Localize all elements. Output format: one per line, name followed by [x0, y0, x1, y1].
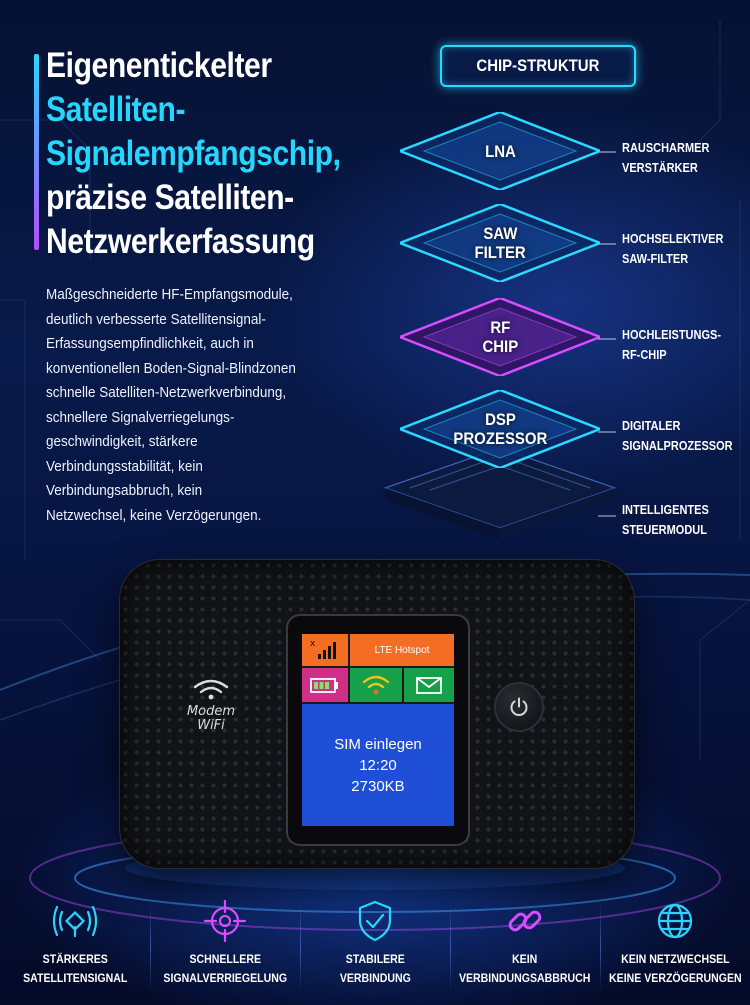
feature-stable-connection: STABILERE VERBINDUNG	[300, 890, 450, 1000]
chip-layer-label: FILTER	[474, 243, 526, 262]
feature-label: SATELLITENSIGNAL	[22, 971, 128, 985]
chip-layer-label: CHIP	[482, 337, 518, 356]
chip-layer-dsp-prozessor: DSP PROZESSOR	[400, 390, 600, 468]
description-line: Erfassungsempfindlichkeit, auch in	[46, 335, 254, 352]
chain-link-icon	[508, 910, 542, 932]
description-line: Maßgeschneiderte HF-Empfangsmodule,	[46, 286, 293, 303]
feature-label: VERBINDUNG	[339, 971, 411, 985]
description-line: Verbindungsabbruch, kein	[46, 482, 203, 499]
feature-label: VERBINDUNGSABBRUCH	[459, 971, 591, 985]
callout-saw-filter: HOCHSELEKTIVER SAW-FILTER	[622, 229, 723, 269]
description-text: Maßgeschneiderte HF-Empfangsmodule, deut…	[46, 283, 334, 528]
signal-bars-icon: x	[310, 639, 336, 659]
headline-accent-bar	[34, 54, 39, 250]
description-line: deutlich verbesserte Satellitensignal-	[46, 310, 266, 328]
feature-label: STÄRKERES	[42, 952, 108, 966]
power-icon	[510, 697, 528, 716]
headline-line-3: Signalempfangschip,	[46, 134, 341, 173]
wifi-icon	[193, 679, 229, 700]
device-screen-frame: x LTE Hotspot	[286, 614, 470, 846]
chip-layer-plate	[400, 390, 600, 468]
globe-icon	[657, 903, 693, 939]
device-screen: x LTE Hotspot	[302, 634, 454, 826]
headline-line-4: präzise Satelliten-	[46, 178, 294, 217]
chip-layer-label: RF	[490, 318, 510, 337]
callout-line: DIGITALER	[622, 419, 681, 433]
battery-icon	[310, 678, 338, 693]
callout-line: SIGNALPROZESSOR	[622, 439, 733, 453]
chip-layer-saw-filter: SAW FILTER	[400, 204, 600, 282]
description-line: Verbindungsstabilität, kein	[46, 457, 203, 475]
headline-line-5: Netzwerkerfassung	[46, 222, 315, 261]
modem-wifi-logo: Modem WiFi	[176, 678, 246, 733]
description-line: konventionellen Boden-Signal-Blindzonen	[46, 359, 296, 377]
callout-line: RAUSCHARMER	[622, 141, 710, 155]
sim-status-text: SIM einlegen	[334, 735, 422, 753]
shield-check-icon	[358, 900, 392, 942]
callout-line: INTELLIGENTES	[622, 503, 709, 517]
chip-layer-rf-chip: RF CHIP	[400, 298, 600, 376]
mail-icon	[416, 677, 442, 694]
chip-layer-label: DSP	[484, 410, 516, 429]
description-line: schnellere Signalverriegelungs-	[46, 408, 235, 426]
callout-lna: RAUSCHARMER VERSTÄRKER	[622, 138, 709, 178]
callout-rf-chip: HOCHLEISTUNGS- RF-CHIP	[622, 325, 721, 365]
feature-label: KEIN	[512, 952, 538, 966]
callout-dsp: DIGITALER SIGNALPROZESSOR	[622, 416, 733, 456]
chip-layer-label: SAW	[482, 224, 518, 243]
mail-cell	[404, 668, 454, 702]
feature-signal-lock: SCHNELLERE SIGNALVERRIEGELUNG	[150, 890, 300, 1000]
brand-line-1: Modem	[186, 704, 236, 719]
description-line: Netzwechsel, keine Verzögerungen.	[46, 506, 262, 524]
brand-line-2: WiFi	[197, 718, 225, 733]
chip-layer-plate	[400, 204, 600, 282]
headline: Eigenentickelter Satelliten- Signalempfa…	[46, 44, 341, 264]
hotspot-cell: LTE Hotspot	[350, 634, 454, 666]
status-info-cell: SIM einlegen 12:20 2730KB	[302, 704, 454, 826]
svg-text:x: x	[310, 639, 316, 649]
feature-label: KEINE VERZÖGERUNGEN	[608, 971, 742, 985]
chip-layer-label: LNA	[484, 141, 516, 161]
headline-line-1: Eigenentickelter	[46, 46, 272, 85]
feature-label: KEIN NETZWECHSEL	[620, 952, 730, 966]
mobile-wifi-router: Modem WiFi x LTE Hotspot	[120, 560, 634, 868]
data-usage-text: 2730KB	[351, 777, 405, 795]
hotspot-label: LTE Hotspot	[374, 644, 430, 656]
headline-line-2: Satelliten-	[46, 90, 186, 129]
description-line: geschwindigkeit, stärkere	[46, 433, 198, 450]
chip-layer-label: PROZESSOR	[453, 429, 547, 448]
clock-text: 12:20	[359, 756, 397, 774]
description-line: schnelle Satelliten-Netzwerkverbindung,	[46, 384, 287, 401]
chip-structure-title: CHIP-STRUKTUR	[440, 45, 636, 87]
power-button[interactable]	[494, 682, 544, 732]
callout-line: STEUERMODUL	[622, 523, 707, 537]
callout-line: RF-CHIP	[622, 348, 667, 362]
feature-label: STABILERE	[345, 952, 405, 966]
wifi-cell	[350, 668, 402, 702]
chip-layer-plate	[400, 112, 600, 190]
satellite-signal-icon	[52, 905, 98, 938]
battery-cell	[302, 668, 348, 702]
chip-layer-plate	[400, 298, 600, 376]
wifi-status-icon	[362, 675, 390, 695]
callout-line: VERSTÄRKER	[622, 161, 698, 175]
chip-structure-title-text: CHIP-STRUKTUR	[476, 56, 600, 75]
feature-row: STÄRKERES SATELLITENSIGNAL SCHNELLERE SI…	[0, 890, 750, 1000]
feature-no-network-switch: KEIN NETZWECHSEL KEINE VERZÖGERUNGEN	[600, 890, 750, 1000]
callout-line: HOCHSELEKTIVER	[622, 232, 724, 246]
signal-cell: x	[302, 634, 348, 666]
feature-label: SIGNALVERRIEGELUNG	[163, 971, 287, 985]
callout-line: HOCHLEISTUNGS-	[622, 328, 721, 342]
feature-satellite-signal: STÄRKERES SATELLITENSIGNAL	[0, 890, 150, 1000]
feature-no-disconnect: KEIN VERBINDUNGSABBRUCH	[450, 890, 600, 1000]
crosshair-icon	[203, 899, 247, 943]
callout-control-module: INTELLIGENTES STEUERMODUL	[622, 500, 709, 540]
chip-layer-lna: LNA	[400, 112, 600, 190]
callout-line: SAW-FILTER	[622, 252, 689, 266]
feature-label: SCHNELLERE	[189, 952, 261, 966]
